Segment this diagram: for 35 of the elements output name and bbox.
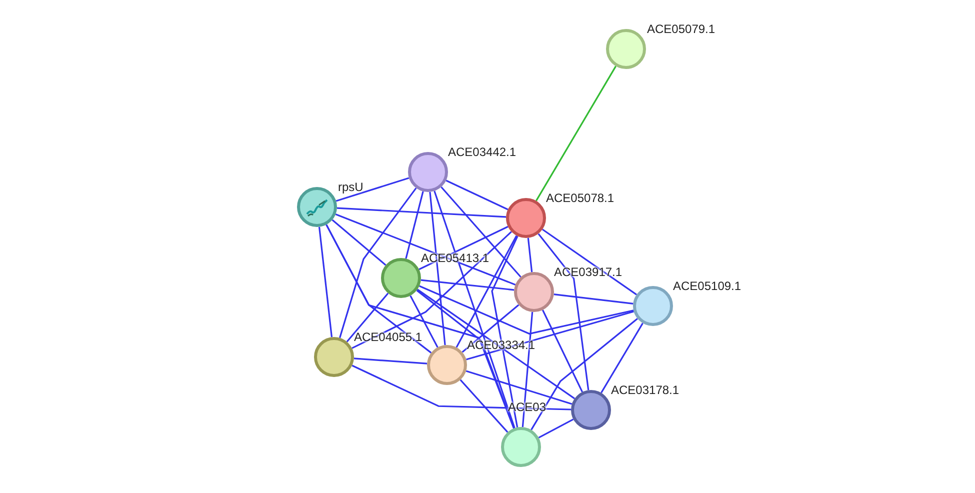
protein-label: ACE05078.1 <box>546 191 614 205</box>
protein-label: ACE05109.1 <box>673 279 742 293</box>
protein-label: ACE03442.1 <box>448 145 516 159</box>
interaction-line <box>339 188 417 338</box>
protein-label: ACE03178.1 <box>611 383 680 397</box>
interaction-line <box>336 177 410 202</box>
interaction-line <box>527 238 533 272</box>
interaction-line <box>522 312 534 428</box>
interaction-line <box>332 219 386 266</box>
interaction-line <box>346 292 389 342</box>
interaction-line <box>460 379 508 433</box>
interaction-line <box>354 358 428 364</box>
interaction-line <box>456 235 518 348</box>
interaction-line <box>326 224 515 429</box>
interaction-line <box>420 279 514 291</box>
interaction-line <box>538 418 574 438</box>
interaction-line <box>318 226 333 338</box>
interaction-line <box>336 207 506 218</box>
interaction-line <box>405 191 424 259</box>
interaction-line <box>542 310 584 392</box>
interaction-line <box>419 285 634 335</box>
interaction-line <box>440 186 522 278</box>
protein-label: ACE05079.1 <box>647 22 716 36</box>
interaction-line <box>530 318 638 430</box>
interaction-line <box>554 294 634 304</box>
interaction-line <box>600 322 644 394</box>
interaction-line <box>538 233 590 390</box>
protein-label: rpsU <box>338 180 364 194</box>
interaction-line <box>466 370 572 405</box>
interaction-line <box>416 290 515 429</box>
interaction-line <box>410 295 438 348</box>
interaction-line <box>491 236 518 428</box>
interaction-line <box>429 192 446 346</box>
interaction-line <box>536 66 616 202</box>
interaction-line <box>446 180 508 210</box>
